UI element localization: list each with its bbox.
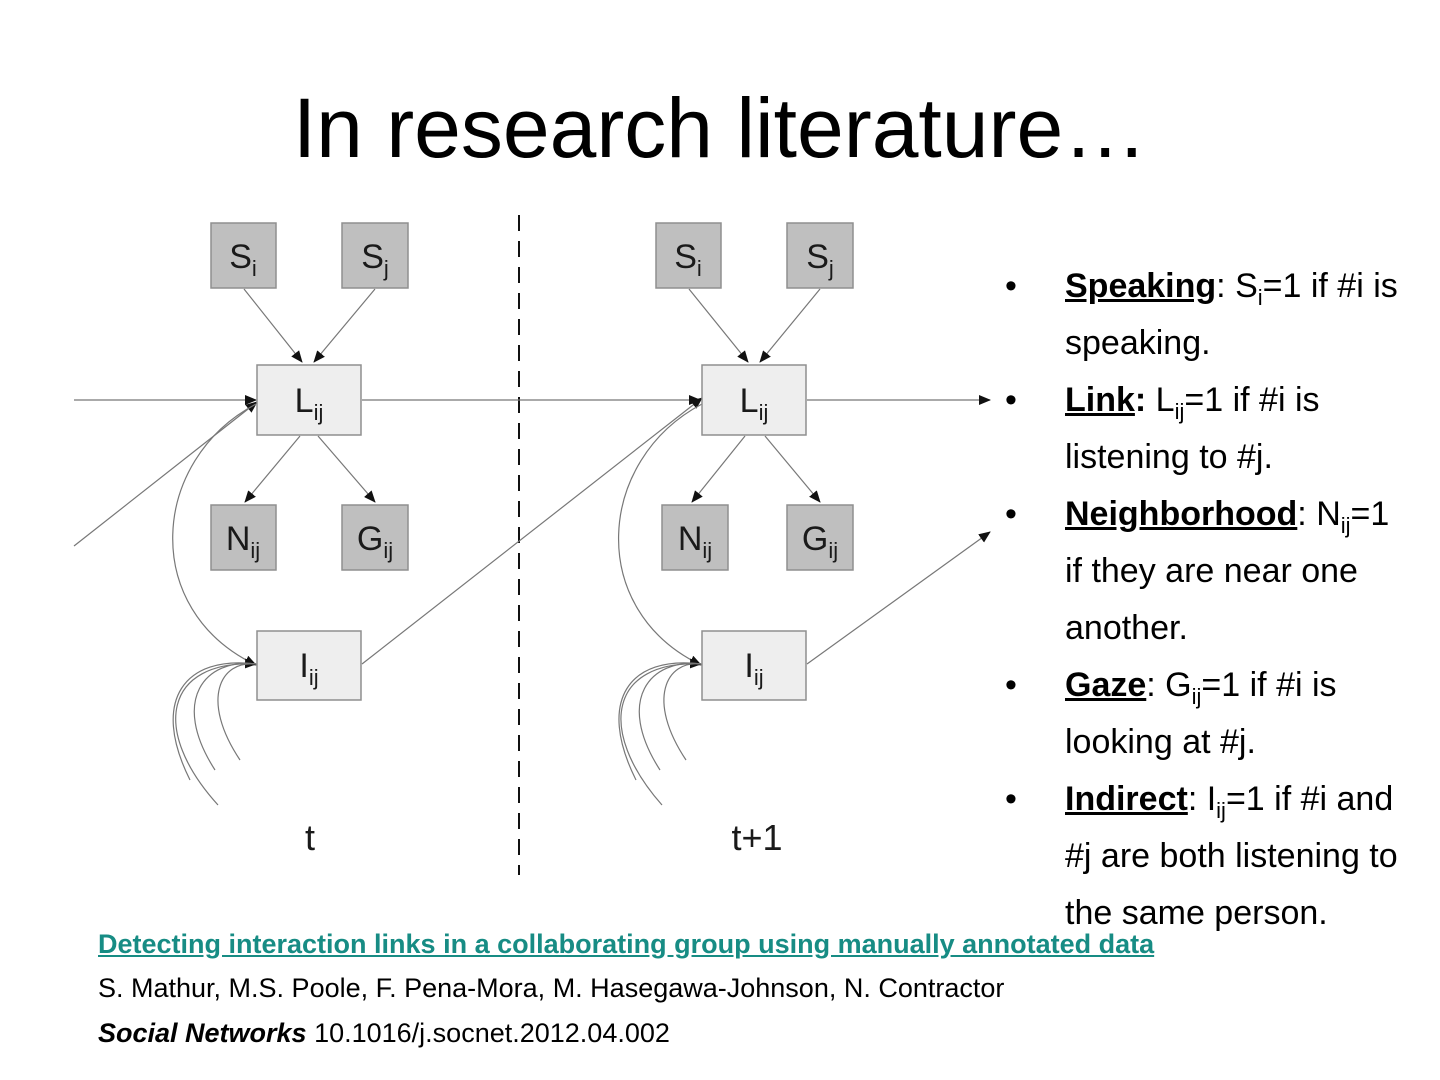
bullet-neighborhood: • Neighborhood: Nij=1 if they are near o… bbox=[1005, 486, 1405, 657]
svg-text:Sj: Sj bbox=[806, 238, 834, 281]
bullet-indirect: • Indirect: Iij=1 if #i and #j are both … bbox=[1005, 771, 1405, 942]
node-n-ij-t1: Nij bbox=[661, 504, 729, 571]
svg-text:Nij: Nij bbox=[226, 520, 260, 563]
bullet-dot: • bbox=[1005, 780, 1017, 818]
term-gaze: Gaze bbox=[1065, 666, 1147, 704]
term-link: Link bbox=[1065, 381, 1135, 419]
paper-authors: S. Mathur, M.S. Poole, F. Pena-Mora, M. … bbox=[98, 973, 1005, 1003]
edges-slice-t bbox=[73, 288, 703, 806]
paper-citation: Social Networks 10.1016/j.socnet.2012.04… bbox=[98, 1016, 670, 1050]
svg-text:Si: Si bbox=[229, 238, 257, 281]
node-i-ij-t1: Iij bbox=[701, 630, 807, 701]
journal-name: Social Networks bbox=[98, 1018, 307, 1048]
bullet-dot: • bbox=[1005, 267, 1017, 305]
node-i-ij-t: Iij bbox=[256, 630, 362, 701]
term-indirect: Indirect bbox=[1065, 780, 1188, 818]
svg-text:Iij: Iij bbox=[744, 647, 763, 690]
term-neighborhood: Neighborhood bbox=[1065, 495, 1298, 533]
node-g-ij-t1: Gij bbox=[786, 504, 854, 571]
svg-text:Gij: Gij bbox=[357, 520, 393, 563]
node-g-ij-t: Gij bbox=[341, 504, 409, 571]
node-s-j-t: Sj bbox=[341, 222, 409, 289]
edges-slice-t1 bbox=[618, 288, 991, 806]
svg-text:Nij: Nij bbox=[678, 520, 712, 563]
svg-text:Sj: Sj bbox=[361, 238, 389, 281]
svg-text:Iij: Iij bbox=[299, 647, 318, 690]
bullet-gaze: • Gaze: Gij=1 if #i is looking at #j. bbox=[1005, 657, 1405, 771]
svg-text:Gij: Gij bbox=[802, 520, 838, 563]
svg-text:Lij: Lij bbox=[740, 382, 769, 425]
node-l-ij-t1: Lij bbox=[701, 364, 807, 436]
time-label-t: t bbox=[305, 817, 315, 858]
node-n-ij-t: Nij bbox=[210, 504, 277, 571]
paper-link[interactable]: Detecting interaction links in a collabo… bbox=[98, 929, 1155, 959]
bullet-speaking: • Speaking: Si=1 if #i is speaking. bbox=[1005, 258, 1405, 372]
svg-text:Lij: Lij bbox=[295, 382, 324, 425]
node-l-ij-t: Lij bbox=[256, 364, 362, 436]
time-label-t-plus-1: t+1 bbox=[731, 817, 782, 858]
node-s-i-t: Si bbox=[210, 222, 277, 289]
variable-definitions-list: • Speaking: Si=1 if #i is speaking. • Li… bbox=[1005, 258, 1405, 942]
slide-title: In research literature… bbox=[292, 81, 1148, 175]
svg-text:Si: Si bbox=[674, 238, 702, 281]
paper-doi: 10.1016/j.socnet.2012.04.002 bbox=[306, 1018, 670, 1048]
bullet-dot: • bbox=[1005, 495, 1017, 533]
bullet-dot: • bbox=[1005, 381, 1017, 419]
bullet-link: • Link: Lij=1 if #i is listening to #j. bbox=[1005, 372, 1405, 486]
term-speaking: Speaking bbox=[1065, 267, 1217, 305]
node-s-i-t1: Si bbox=[655, 222, 722, 289]
node-s-j-t1: Sj bbox=[786, 222, 854, 289]
bullet-dot: • bbox=[1005, 666, 1017, 704]
